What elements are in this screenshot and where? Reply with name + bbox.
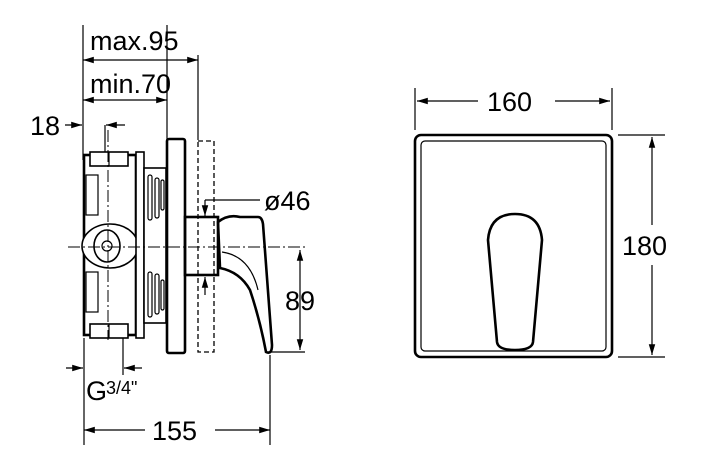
offset-label: 18 [30,111,60,141]
mounting-plate [167,139,185,353]
diameter-label: ø46 [264,186,311,216]
height-label: 89 [285,286,315,316]
width-label: 160 [487,87,532,117]
total-length-label: 155 [152,416,197,446]
max-depth-label: max.95 [90,26,179,56]
handle-stem [185,217,218,275]
lever-handle [218,216,272,353]
front-view: 160 180 [415,87,667,357]
lever-front [488,214,542,350]
plate-height-label: 180 [622,231,667,261]
thread-label: G [86,376,107,406]
thread-size-label: 3/4" [106,378,137,398]
min-depth-label: min.70 [90,69,171,99]
side-view: max.95 min.70 18 [30,25,315,446]
cover-plate [415,135,612,357]
